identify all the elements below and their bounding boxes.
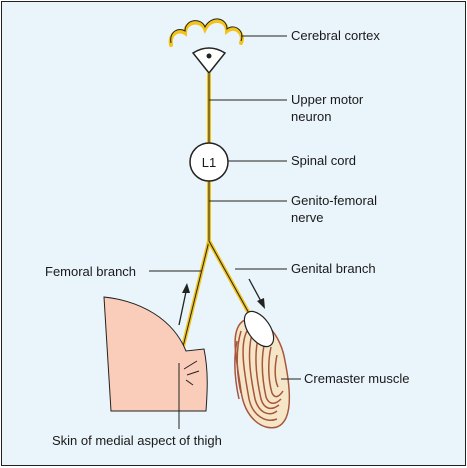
l1-label: L1 [202, 155, 216, 170]
arrow-up-icon [178, 283, 190, 326]
leader-lines [149, 35, 301, 429]
femoral-branch-line [177, 240, 211, 364]
label-spinal-cord: Spinal cord [291, 153, 356, 168]
arrow-down-icon [248, 278, 265, 309]
label-genitofemoral-nerve-2: nerve [291, 210, 324, 225]
label-cremaster-muscle: Cremaster muscle [304, 371, 409, 386]
spinal-cord-node: L1 [189, 142, 229, 182]
cremaster-muscle-shape [234, 310, 291, 429]
label-genital-branch: Genital branch [291, 261, 376, 276]
label-skin-medial-thigh: Skin of medial aspect of thigh [52, 433, 222, 448]
thigh-skin-shape [103, 296, 208, 412]
label-cerebral-cortex: Cerebral cortex [291, 28, 380, 43]
cerebral-cortex-icon [168, 18, 244, 47]
label-upper-motor-neuron-1: Upper motor [291, 92, 364, 107]
label-upper-motor-neuron-2: neuron [291, 109, 331, 124]
label-femoral-branch: Femoral branch [45, 264, 136, 279]
cortical-neuron-icon [191, 47, 227, 75]
label-genitofemoral-nerve-1: Genito-femoral [291, 193, 377, 208]
